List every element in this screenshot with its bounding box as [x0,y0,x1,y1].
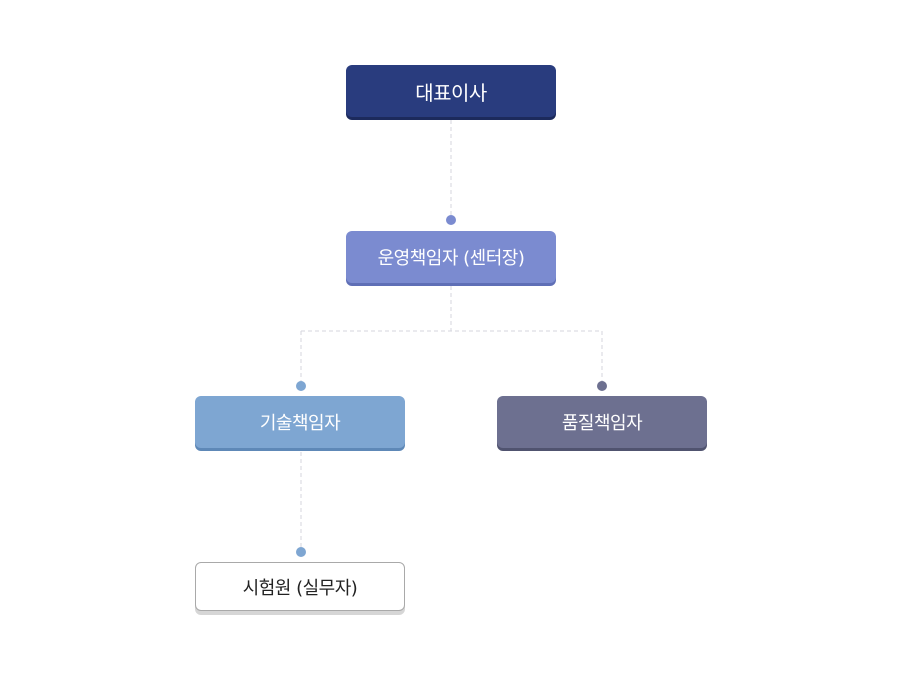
connector-dot-operations [446,215,456,225]
node-quality-manager-label: 품질책임자 [561,413,643,434]
connector-dot-technical [296,381,306,391]
node-ceo-label: 대표이사 [415,80,487,105]
node-quality-manager: 품질책임자 [497,396,707,448]
connector-dot-tester [296,547,306,557]
node-ceo: 대표이사 [346,65,556,117]
node-technical-manager-label: 기술책임자 [259,413,341,434]
node-operations-manager-label: 운영책임자 (센터장) [377,248,525,269]
node-tester: 시험원 (실무자) [195,562,405,611]
connector-dot-quality [597,381,607,391]
node-technical-manager: 기술책임자 [195,396,405,448]
node-tester-label: 시험원 (실무자) [242,577,358,599]
node-operations-manager: 운영책임자 (센터장) [346,231,556,283]
